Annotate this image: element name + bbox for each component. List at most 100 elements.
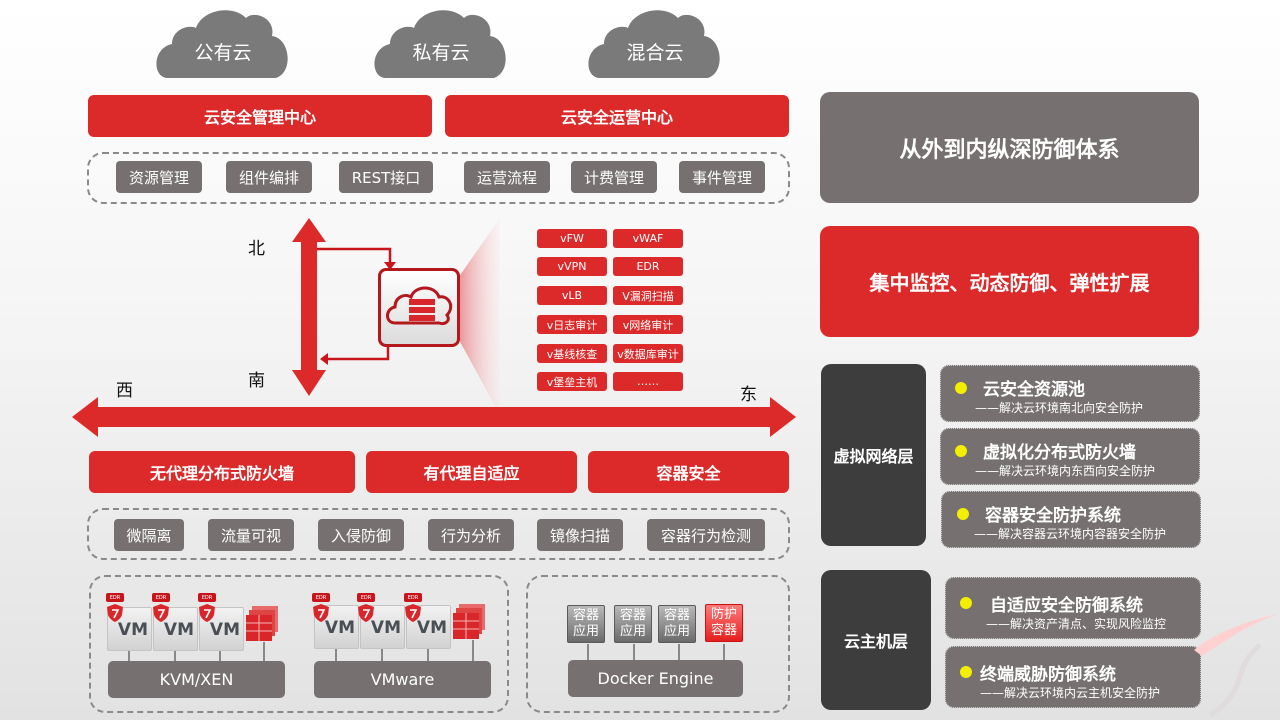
shield-icon [107,604,123,622]
east-west-arrow [72,397,796,437]
function-chip: 计费管理 [571,161,657,193]
item-title: 云安全资源池 [983,380,1085,400]
edr-badge: EDR [404,593,422,602]
function-chip: 镜像扫描 [537,519,623,551]
cloud-security-management-center: 云安全管理中心 [88,95,432,137]
connector [128,651,130,662]
north-south-arrow [292,218,326,396]
direction-west: 西 [116,381,133,401]
shield-icon [313,604,329,622]
virtual-component: v堡垒主机 [537,372,607,391]
cloud-label: 私有云 [412,42,470,64]
connector-in [317,247,392,263]
function-chip: 运营流程 [464,161,550,193]
cloud-label: 公有云 [194,42,252,64]
layer-item: 终端威胁防御系统 ——解决云环境内云主机安全防护 [945,646,1201,708]
connector [335,649,337,662]
cloud-icon [588,10,720,78]
function-chip: 流量可视 [208,519,294,551]
container-app: 容器 应用 [614,605,652,643]
item-subtitle: ——解决云环境南北向安全防护 [975,401,1144,415]
projection-wedge [458,218,500,415]
cloud-icon [156,10,288,78]
vm-label: VM [416,618,447,638]
direction-south: 南 [248,371,265,391]
item-subtitle: ——解决云环境内云主机安全防护 [980,686,1161,700]
container-app-line1: 容器 [619,608,646,623]
bullet-icon [955,445,967,457]
item-subtitle: ——解决容器云环境内容器安全防护 [974,527,1167,541]
item-title: 终端威胁防御系统 [980,665,1116,685]
hypervisor-vmware: VMware [314,661,491,698]
item-title: 容器安全防护系统 [985,506,1121,526]
agentless-distributed-firewall: 无代理分布式防火墙 [89,451,355,493]
layer-cloud-host: 云主机层 [821,570,931,710]
cloud-label: 混合云 [626,42,684,64]
container-app-line2: 应用 [619,624,646,639]
container-app-line1: 容器 [663,608,690,623]
item-title: 自适应安全防御系统 [990,596,1143,616]
shield-icon [199,604,215,622]
virtual-component: v网络审计 [613,315,683,334]
connector [219,651,221,662]
protection-container-line1: 防护 [710,607,737,622]
layer-item: 容器安全防护系统 ——解决容器云环境内容器安全防护 [941,491,1201,548]
function-chip: 行为分析 [428,519,514,551]
diagram-arrows [72,218,796,437]
vm-label: VM [370,618,401,638]
edr-badge: EDR [312,593,330,602]
brand-swoosh-icon [1194,614,1278,718]
virtual-component: v数据库审计 [613,344,683,363]
connector-out-head [320,353,328,365]
virtual-component: v日志审计 [537,315,607,334]
vm-box: VM [107,607,152,651]
bullet-icon [960,597,972,609]
virtual-component: EDR [613,257,683,276]
agent-adaptive: 有代理自适应 [366,451,577,493]
vm-box: VM [406,605,451,649]
edr-badge: EDR [152,593,170,602]
function-chip: REST接口 [339,161,433,193]
connector [678,644,680,661]
function-chip: 容器行为检测 [647,519,765,551]
connector-in-head [384,262,396,270]
virtual-component: …… [613,372,683,391]
connector [633,644,635,661]
direction-east: 东 [740,385,757,405]
server-stack-icon [453,604,485,639]
cloud-server-icon [378,268,460,347]
shield-icon [153,604,169,622]
function-chip: 组件编排 [226,161,312,193]
container-app: 容器 应用 [567,605,605,643]
management-functions-group [87,152,790,204]
docker-engine: Docker Engine [568,660,743,697]
cloud-hybrid: 混合云 [582,2,728,80]
vm-label: VM [163,620,194,640]
shield-icon [405,604,421,622]
connector [174,651,176,662]
container-app: 容器 应用 [658,605,696,643]
defense-in-depth-headline: 从外到内纵深防御体系 [820,92,1199,203]
cloud-private: 私有云 [368,2,514,80]
item-title: 虚拟化分布式防火墙 [983,443,1136,463]
virtual-component: vFW [537,229,607,248]
layer-virtual-network: 虚拟网络层 [821,364,926,546]
virtual-component: vWAF [613,229,683,248]
vm-label: VM [324,618,355,638]
cloud-public: 公有云 [150,2,296,80]
connector [427,649,429,662]
cloud-icon [374,10,506,78]
docker-group [526,575,790,713]
protection-container: 防护 容器 [705,604,743,642]
edr-badge: EDR [106,593,124,602]
container-app-line2: 应用 [663,624,690,639]
item-subtitle: ——解决资产清点、实现风险监控 [986,617,1167,631]
virtual-component: vVPN [537,257,607,276]
layer-item: 云安全资源池 ——解决云环境南北向安全防护 [940,365,1200,422]
virtual-component: V漏洞扫描 [613,286,683,305]
function-chip: 微隔离 [114,519,184,551]
edr-badge: EDR [357,593,375,602]
item-subtitle: ——解决云环境内东西向安全防护 [975,464,1156,478]
container-app-line1: 容器 [572,608,599,623]
virtual-component: v基线核查 [537,344,607,363]
